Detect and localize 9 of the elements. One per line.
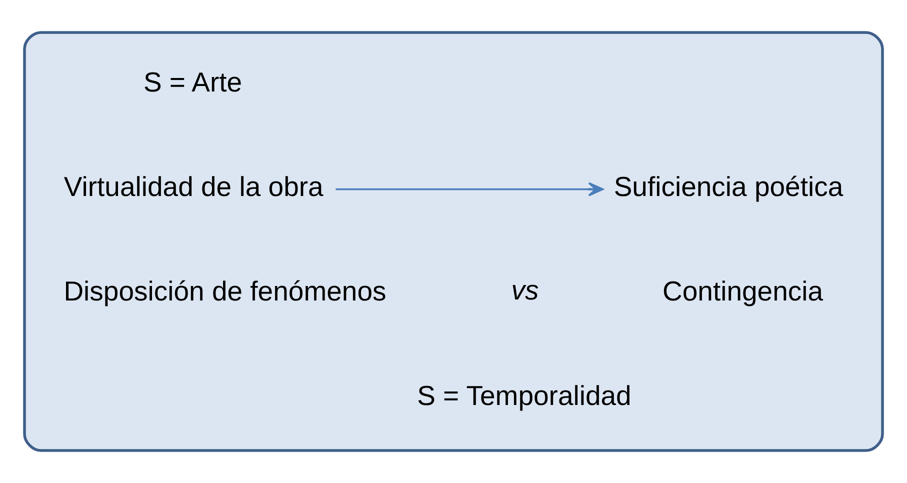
node-text: Virtualidad de la obra [64, 171, 324, 202]
label: S = Temporalidad [417, 380, 632, 412]
node-text: Suficiencia poética [614, 171, 844, 202]
label: S = Arte [143, 66, 242, 98]
arrow [336, 182, 604, 196]
cluster [23, 31, 884, 452]
label: vs [511, 274, 539, 306]
label: Contingencia [662, 276, 824, 307]
label: Disposición de fenómenos [64, 276, 386, 307]
